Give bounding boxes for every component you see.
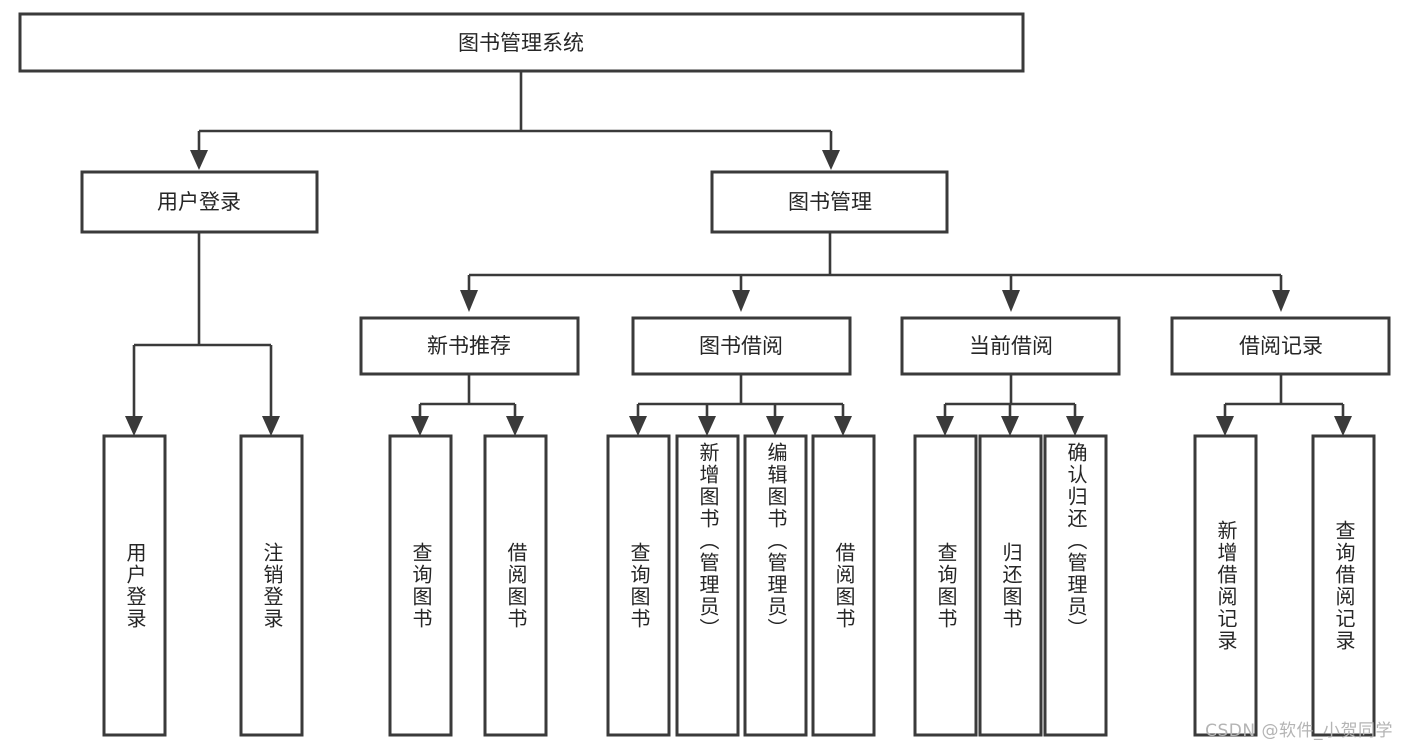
arrow-head-icon [1272, 290, 1290, 312]
node-borrow-record-label: 借阅记录 [1239, 334, 1323, 358]
leaf-box-book-borrow-3[interactable] [811, 434, 876, 737]
leaf-box-new-book-0[interactable] [388, 434, 453, 737]
node-root-box[interactable] [18, 12, 1025, 73]
leaf-box-book-borrow-0[interactable] [606, 434, 671, 737]
arrow-head-icon [834, 416, 852, 436]
connector-user-login-to-leaves [125, 232, 280, 436]
leaf-box-book-borrow-1[interactable] [675, 434, 740, 737]
csdn-watermark: CSDN @软件_小贺同学 [1205, 721, 1393, 741]
node-new-book-recommend[interactable]: 新书推荐 [359, 316, 580, 376]
node-new-book-recommend-box[interactable] [359, 316, 580, 376]
arrow-head-icon [1002, 290, 1020, 312]
arrow-head-icon [1216, 416, 1234, 436]
leaf-box-book-borrow-2[interactable] [743, 434, 808, 737]
node-current-borrow[interactable]: 当前借阅 [900, 316, 1121, 376]
leaf-box-current-borrow-2[interactable] [1043, 434, 1108, 737]
node-root-label: 图书管理系统 [458, 31, 584, 55]
node-current-borrow-box[interactable] [900, 316, 1121, 376]
node-user-login-label: 用户登录 [157, 190, 241, 214]
arrow-head-icon [732, 290, 750, 312]
leaf-box-user-login-1[interactable] [239, 434, 304, 737]
leaf-box-user-login-0[interactable] [102, 434, 167, 737]
arrow-head-icon [506, 416, 524, 436]
leaf-box-current-borrow-0[interactable] [913, 434, 978, 737]
arrow-head-icon [411, 416, 429, 436]
arrow-head-icon [1001, 416, 1019, 436]
arrow-head-icon [1334, 416, 1352, 436]
arrow-head-icon [766, 416, 784, 436]
node-book-borrow[interactable]: 图书借阅 [631, 316, 852, 376]
node-current-borrow-label: 当前借阅 [969, 334, 1053, 358]
arrow-head-icon [460, 290, 478, 312]
leaf-box-borrow-record-1[interactable] [1311, 434, 1376, 737]
node-new-book-recommend-label: 新书推荐 [427, 334, 511, 358]
arrow-head-icon [698, 416, 716, 436]
node-book-management-label: 图书管理 [788, 190, 872, 214]
connector-book-management-to-level2 [460, 232, 1290, 312]
leaf-box-current-borrow-1[interactable] [978, 434, 1043, 737]
arrow-head-icon [936, 416, 954, 436]
node-book-management[interactable]: 图书管理 [710, 170, 949, 234]
arrow-head-icon [1066, 416, 1084, 436]
arrow-head-icon [125, 416, 143, 436]
arrow-head-icon [822, 150, 840, 170]
leaf-box-borrow-record-0[interactable] [1193, 434, 1258, 737]
node-book-borrow-label: 图书借阅 [699, 334, 783, 358]
leaf-box-new-book-1[interactable] [483, 434, 548, 737]
arrow-head-icon [190, 150, 208, 170]
connector-borrow-record-to-leaves [1216, 374, 1352, 436]
connector-new-book-recommend-to-leaves [411, 374, 524, 436]
connector-book-borrow-to-leaves [629, 374, 852, 436]
connector-root-to-level1 [190, 71, 840, 170]
arrow-head-icon [262, 416, 280, 436]
arrow-head-icon [629, 416, 647, 436]
node-borrow-record[interactable]: 借阅记录 [1170, 316, 1391, 376]
node-root[interactable]: 图书管理系统 [18, 12, 1025, 73]
node-user-login-box[interactable] [80, 170, 319, 234]
node-user-login[interactable]: 用户登录 [80, 170, 319, 234]
connector-current-borrow-to-leaves [936, 374, 1084, 436]
